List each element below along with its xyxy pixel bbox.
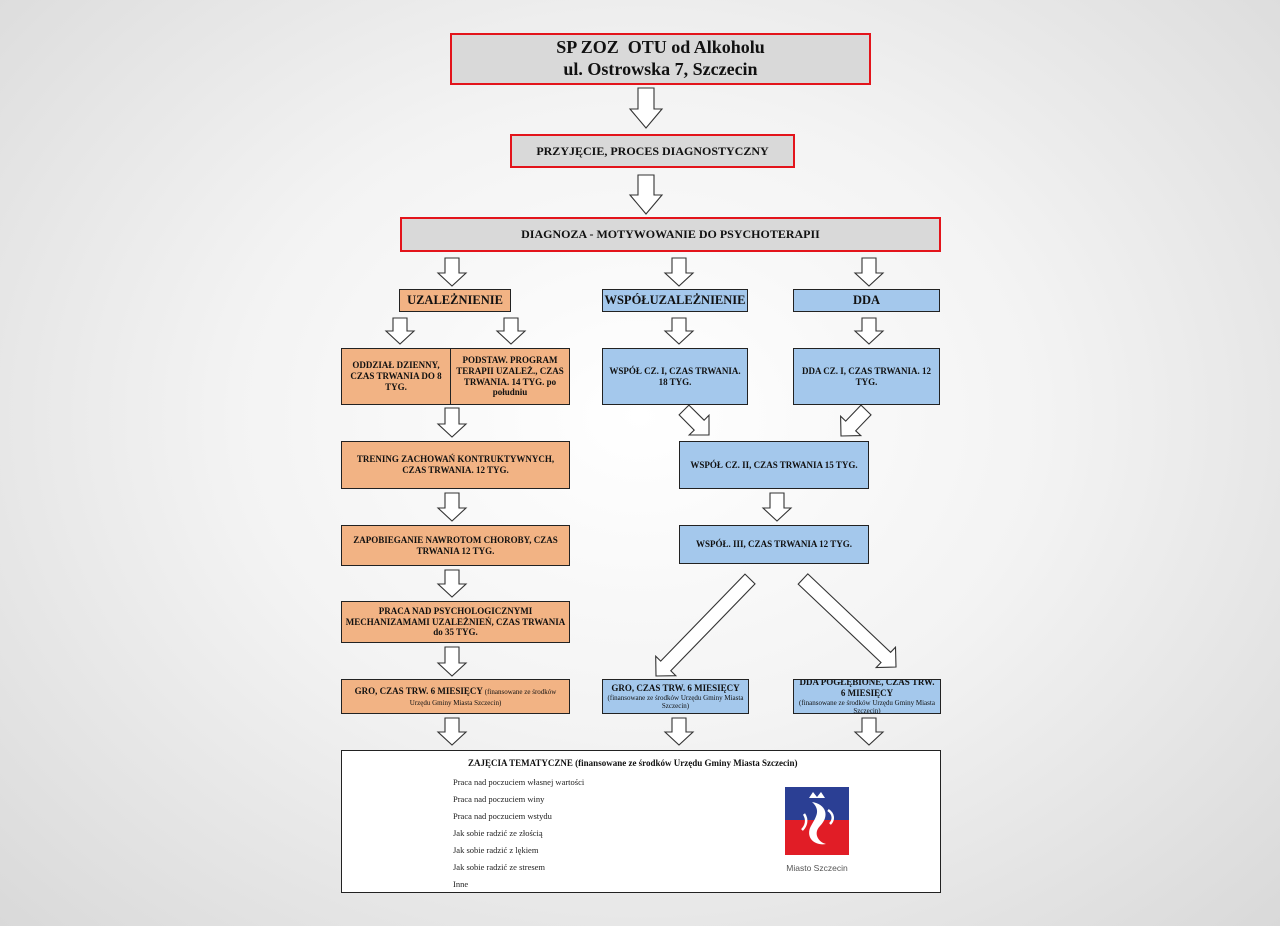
mechanisms-label: PRACA NAD PSYCHOLOGICZNYMI MECHANIZAMAMI… [345, 605, 566, 638]
dda-deep-funding: (finansowane ze środków Urzędu Gminy Mia… [799, 698, 935, 714]
training-label: TRENING ZACHOWAŃ KONTRUKTYWNYCH, CZAS TR… [356, 454, 555, 475]
codependency-title-box: WSPÓŁUZALEŻNIENIE [602, 289, 748, 312]
addiction-title-box: UZALEŻNIENIE [399, 289, 511, 312]
arrow-part3-to-dda-deep [797, 573, 897, 669]
dda-title: DDA [852, 293, 881, 307]
themes-item: Jak sobie radzić z lękiem [453, 845, 539, 855]
down-arrow [853, 717, 885, 746]
codep-part3-label: WSPÓŁ. III, CZAS TRWANIA 12 TYG. [696, 539, 852, 550]
down-arrow [628, 87, 664, 129]
themes-item: Praca nad poczuciem własnej wartości [453, 777, 585, 787]
codependency-title: WSPÓŁUZALEŻNIENIE [604, 293, 746, 307]
diagonal-arrows [655, 404, 897, 677]
admission-label: PRZYJĘCIE, PROCES DIAGNOSTYCZNY [536, 143, 769, 158]
addiction-gro-funding: (finansowane ze środków Urzędu Gminy Mia… [409, 687, 557, 707]
arrow-dda1-to-part2 [840, 404, 872, 437]
down-arrow [436, 492, 468, 522]
relapse-label: ZAPOBIEGANIE NAWROTOM CHOROBY, CZAS TRWA… [353, 534, 558, 556]
down-arrow [436, 407, 468, 438]
codep-gro-label: GRO, CZAS TRW. 6 MIESIĘCY [611, 682, 740, 693]
dda-part1-label: DDA CZ. I, CZAS TRWANIA. 12 TYG. [801, 365, 932, 387]
day-ward-label: ODDZIAŁ DZIENNY, CZAS TRWANIA DO 8 TYG. [350, 360, 442, 392]
codep-part1-label: WSPÓŁ CZ. I, CZAS TRWANIA. 18 TYG. [609, 365, 741, 387]
codep-part2-box: WSPÓŁ CZ. II, CZAS TRWANIA 15 TYG. [679, 441, 869, 489]
header-box: SP ZOZ OTU od Alkoholu ul. Ostrowska 7, … [450, 33, 871, 85]
down-arrow [436, 646, 468, 677]
down-arrow [663, 717, 695, 746]
themes-item: Praca nad poczuciem wstydu [453, 811, 552, 821]
down-arrow [853, 317, 885, 345]
basic-program-label: PODSTAW. PROGRAM TERAPII UZALEŻ., CZAS T… [456, 354, 564, 398]
dda-deep-box: DDA POGŁĘBIONE, CZAS TRW. 6 MIESIĘCY (fi… [793, 679, 941, 714]
addiction-gro-label: GRO, CZAS TRW. 6 MIESIĘCY [354, 685, 483, 696]
dda-part1-box: DDA CZ. I, CZAS TRWANIA. 12 TYG. [793, 348, 940, 405]
themes-item: Praca nad poczuciem winy [453, 794, 545, 804]
codep-gro-box: GRO, CZAS TRW. 6 MIESIĘCY (finansowane z… [602, 679, 749, 714]
addiction-gro-box: GRO, CZAS TRW. 6 MIESIĘCY (finansowane z… [341, 679, 570, 714]
diagnosis-label: DIAGNOZA - MOTYWOWANIE DO PSYCHOTERAPII [521, 227, 820, 242]
day-ward-box: ODDZIAŁ DZIENNY, CZAS TRWANIA DO 8 TYG. [341, 348, 451, 405]
diagnosis-box: DIAGNOZA - MOTYWOWANIE DO PSYCHOTERAPII [400, 217, 941, 252]
down-arrow [628, 174, 664, 215]
admission-box: PRZYJĘCIE, PROCES DIAGNOSTYCZNY [510, 134, 795, 168]
codep-gro-funding: (finansowane ze środków Urzędu Gminy Mia… [607, 693, 744, 710]
themes-title: ZAJĘCIA TEMATYCZNE (finansowane ze środk… [468, 758, 798, 768]
szczecin-logo-icon [785, 787, 849, 855]
header-line2: ul. Ostrowska 7, Szczecin [563, 59, 758, 79]
down-arrow [436, 569, 468, 598]
themes-list: Praca nad poczuciem własnej wartości Pra… [453, 777, 584, 896]
down-arrows [384, 87, 885, 746]
down-arrow [495, 317, 527, 345]
themes-item: Inne [453, 879, 469, 889]
codep-part2-label: WSPÓŁ CZ. II, CZAS TRWANIA 15 TYG. [690, 459, 858, 470]
down-arrow [436, 257, 468, 287]
dda-deep-label: DDA POGŁĘBIONE, CZAS TRW. 6 MIESIĘCY [799, 679, 935, 699]
basic-program-box: PODSTAW. PROGRAM TERAPII UZALEŻ., CZAS T… [450, 348, 570, 405]
arrow-part3-to-gro [655, 573, 756, 677]
codep-part1-box: WSPÓŁ CZ. I, CZAS TRWANIA. 18 TYG. [602, 348, 748, 405]
themes-item: Jak sobie radzić ze złością [453, 828, 543, 838]
down-arrow [384, 317, 416, 345]
down-arrow [436, 717, 468, 746]
arrow-part1-to-part2 [678, 404, 710, 436]
logo-label: Miasto Szczecin [786, 863, 848, 873]
themes-item: Jak sobie radzić ze stresem [453, 862, 546, 872]
addiction-title: UZALEŻNIENIE [407, 293, 503, 307]
down-arrow [663, 317, 695, 345]
down-arrow [853, 257, 885, 287]
codep-part3-box: WSPÓŁ. III, CZAS TRWANIA 12 TYG. [679, 525, 869, 564]
themes-box: ZAJĘCIA TEMATYCZNE (finansowane ze środk… [341, 750, 941, 893]
relapse-box: ZAPOBIEGANIE NAWROTOM CHOROBY, CZAS TRWA… [341, 525, 570, 566]
down-arrow [663, 257, 695, 287]
dda-title-box: DDA [793, 289, 940, 312]
header-line1: SP ZOZ OTU od Alkoholu [556, 37, 765, 58]
down-arrow [761, 492, 793, 522]
mechanisms-box: PRACA NAD PSYCHOLOGICZNYMI MECHANIZAMAMI… [341, 601, 570, 643]
training-box: TRENING ZACHOWAŃ KONTRUKTYWNYCH, CZAS TR… [341, 441, 570, 489]
